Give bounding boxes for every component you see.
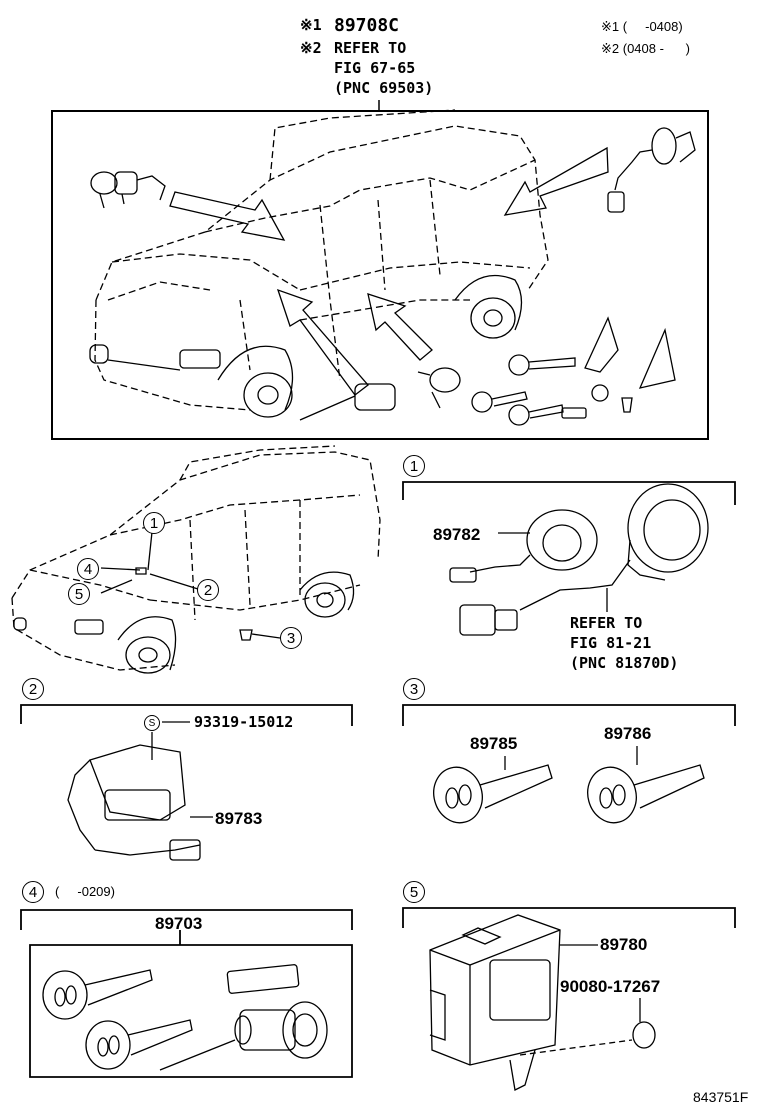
section3-header[interactable]: 3 (403, 678, 425, 700)
nut-part (633, 1022, 655, 1048)
arrow-upper-right (505, 148, 608, 215)
vehicle-outline (95, 110, 548, 410)
sensor-part-topleft (91, 172, 165, 208)
lock-cylinders-overview (300, 368, 460, 420)
callout-5[interactable]: 5 (68, 583, 90, 605)
bolt-symbol: S (144, 715, 160, 731)
callout-3[interactable]: 3 (280, 627, 302, 649)
note2-refer-line1: REFER TO (334, 39, 407, 57)
section1-ref-line2: FIG 81-21 (570, 634, 652, 652)
key-a-head (428, 762, 489, 829)
note2-refer-line3: (PNC 69503) (334, 79, 434, 97)
wheels (218, 276, 522, 418)
callout-4[interactable]: 4 (77, 558, 99, 580)
section3-part-b[interactable]: 89786 (604, 724, 652, 743)
section5-part-b[interactable]: 90080-17267 (560, 977, 661, 996)
drawing-id: 843751F (693, 1089, 749, 1105)
arrow-upper-left (170, 192, 284, 240)
callout-1[interactable]: 1 (143, 512, 165, 534)
section3-part-a[interactable]: 89785 (470, 734, 518, 753)
legend-note1: ※1 ( -0408) (601, 19, 683, 34)
note1-part-number[interactable]: 89708C (334, 15, 400, 36)
section4-part[interactable]: 89703 (155, 914, 203, 933)
section2-header[interactable]: 2 (22, 678, 44, 700)
note1-mark: ※1 (300, 16, 322, 34)
note2-refer-line2: FIG 67-65 (334, 59, 416, 77)
section4-date-range: ( -0209) (55, 884, 115, 899)
section2-part[interactable]: 89783 (215, 809, 263, 828)
legend-note2: ※2 (0408 - ) (601, 41, 690, 56)
garnish-right (640, 330, 675, 388)
section5-part-a[interactable]: 89780 (600, 935, 648, 954)
overview-box (51, 110, 709, 440)
section2-bolt-part[interactable]: 93319-15012 (194, 713, 294, 731)
section1-part-a[interactable]: 89782 (433, 525, 481, 544)
callout-2[interactable]: 2 (197, 579, 219, 601)
section4-header[interactable]: 4 (22, 881, 44, 903)
section1-ref-line3: (PNC 81870D) (570, 654, 679, 672)
arrow-lower-right (368, 294, 432, 360)
key-b-head (582, 762, 643, 829)
harness-part-topright (608, 128, 695, 212)
section1-ref-line1: REFER TO (570, 614, 643, 632)
note2-mark: ※2 (300, 39, 322, 57)
section1-header[interactable]: 1 (403, 455, 425, 477)
arrow-lower-left (278, 290, 368, 395)
garnish-left (585, 318, 618, 372)
section5-header[interactable]: 5 (403, 881, 425, 903)
keys-overview (472, 355, 575, 425)
